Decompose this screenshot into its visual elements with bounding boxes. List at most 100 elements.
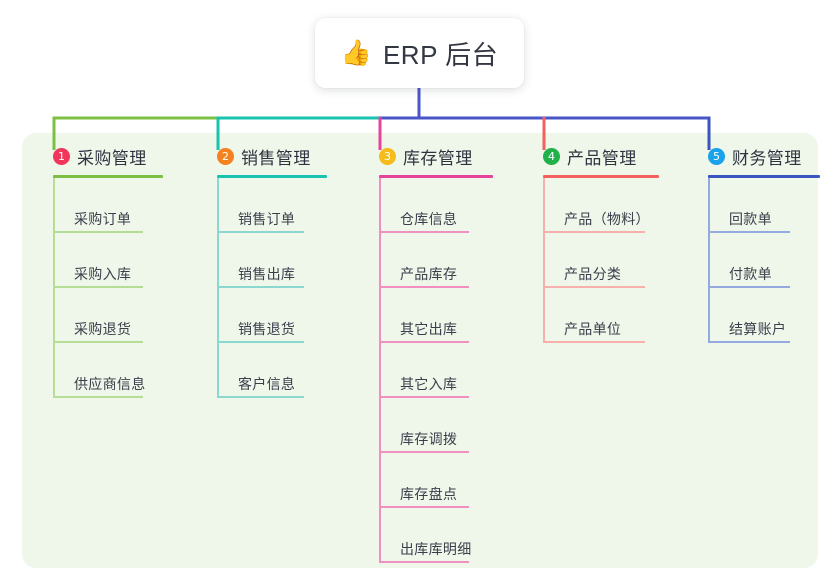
branch-title: 销售管理 [241,148,311,168]
branch-item-label: 出库库明细 [400,541,472,557]
root-node[interactable]: 👍 ERP 后台 [315,18,524,88]
branch-item[interactable]: 付款单 [708,233,823,288]
branch-column-3: 3 库存管理仓库信息产品库存其它出库其它入库库存调拨库存盘点出库库明细 [364,143,514,563]
branch-column-5: 5 财务管理回款单付款单结算账户 [693,143,823,343]
branch-underline [379,175,493,178]
branch-item-label: 结算账户 [729,321,787,337]
branch-number-badge: 5 [708,147,725,165]
branch-item-underline [379,286,469,288]
branch-item[interactable]: 采购订单 [53,178,188,233]
branch-item-label: 销售出库 [238,266,296,282]
branch-item[interactable]: 出库库明细 [379,508,514,563]
branch-item-underline [217,231,304,233]
branch-item[interactable]: 客户信息 [217,343,352,398]
branch-item-underline [379,561,469,563]
branch-spine [217,178,219,398]
branch-item-underline [217,341,304,343]
branch-item-list: 产品（物料） 产品分类产品单位 [543,178,688,343]
branch-item[interactable]: 产品（物料） [543,178,688,233]
branch-item-underline [217,286,304,288]
branch-underline [708,175,820,178]
branch-spine [53,178,55,398]
branch-item-label: 采购退货 [74,321,132,337]
branch-item-list: 采购订单采购入库采购退货供应商信息 [53,178,188,398]
branch-item-underline [53,341,143,343]
branch-item[interactable]: 供应商信息 [53,343,188,398]
branch-number-badge: 4 [543,147,560,165]
branch-item-underline [53,231,143,233]
branch-item[interactable]: 其它出库 [379,288,514,343]
branch-item[interactable]: 销售退货 [217,288,352,343]
branch-item-underline [543,341,645,343]
branch-item-label: 回款单 [729,211,772,227]
branch-item-label: 产品库存 [400,266,458,282]
root-node-title: ERP 后台 [382,39,499,70]
branch-item-list: 回款单付款单结算账户 [708,178,823,343]
branch-spine [708,178,710,343]
branch-item[interactable]: 库存调拨 [379,398,514,453]
branch-item-label: 产品单位 [564,321,622,337]
branch-item-label: 仓库信息 [400,211,458,227]
branch-header-1[interactable]: 1 采购管理 [38,143,188,169]
branch-item[interactable]: 采购入库 [53,233,188,288]
branch-header-5[interactable]: 5 财务管理 [693,143,823,169]
branch-underline [217,175,327,178]
branch-item-label: 销售退货 [238,321,296,337]
branch-item[interactable]: 回款单 [708,178,823,233]
branch-item[interactable]: 销售订单 [217,178,352,233]
branch-item-list: 销售订单销售出库销售退货客户信息 [217,178,352,398]
branch-item[interactable]: 产品分类 [543,233,688,288]
branch-number-badge: 1 [53,147,70,165]
branch-item[interactable]: 仓库信息 [379,178,514,233]
branch-item-underline [708,341,790,343]
branch-title: 采购管理 [77,148,147,168]
branch-item[interactable]: 采购退货 [53,288,188,343]
branch-item[interactable]: 其它入库 [379,343,514,398]
branch-item-label: 其它入库 [400,376,458,392]
branch-number-badge: 3 [379,147,396,165]
branch-column-1: 1 采购管理采购订单采购入库采购退货供应商信息 [38,143,188,398]
branch-item-underline [379,396,469,398]
branch-item-underline [53,286,143,288]
branch-title: 财务管理 [732,148,802,168]
branch-item-underline [708,231,790,233]
branch-item[interactable]: 结算账户 [708,288,823,343]
thumbs-up-icon: 👍 [340,38,372,67]
branch-item-label: 库存盘点 [400,486,458,502]
branch-spine [543,178,545,343]
branch-item-label: 供应商信息 [74,376,146,392]
branch-item-label: 客户信息 [238,376,296,392]
branch-item-underline [217,396,304,398]
branch-header-3[interactable]: 3 库存管理 [364,143,514,169]
branch-item-list: 仓库信息产品库存其它出库其它入库库存调拨库存盘点出库库明细 [379,178,514,563]
branch-item-label: 其它出库 [400,321,458,337]
branch-item-underline [543,231,645,233]
branch-item[interactable]: 库存盘点 [379,453,514,508]
branch-header-2[interactable]: 2 销售管理 [202,143,352,169]
content-panel [22,133,818,568]
branch-item[interactable]: 产品库存 [379,233,514,288]
branch-item-underline [379,506,469,508]
branch-item-underline [708,286,790,288]
branch-item[interactable]: 销售出库 [217,233,352,288]
branch-spine [379,178,381,563]
branch-item-underline [543,286,645,288]
branch-item-label: 产品（物料） [564,211,650,227]
branch-item-label: 库存调拨 [400,431,458,447]
branch-item-underline [379,231,469,233]
branch-item-label: 采购入库 [74,266,132,282]
branch-item-label: 采购订单 [74,211,132,227]
branch-column-2: 2 销售管理销售订单销售出库销售退货客户信息 [202,143,352,398]
branch-item-underline [379,341,469,343]
branch-title: 库存管理 [403,148,473,168]
branch-item[interactable]: 产品单位 [543,288,688,343]
branch-item-underline [379,451,469,453]
branch-underline [543,175,659,178]
branch-item-label: 销售订单 [238,211,296,227]
branch-number-badge: 2 [217,147,234,165]
branch-item-label: 产品分类 [564,266,622,282]
branch-underline [53,175,163,178]
